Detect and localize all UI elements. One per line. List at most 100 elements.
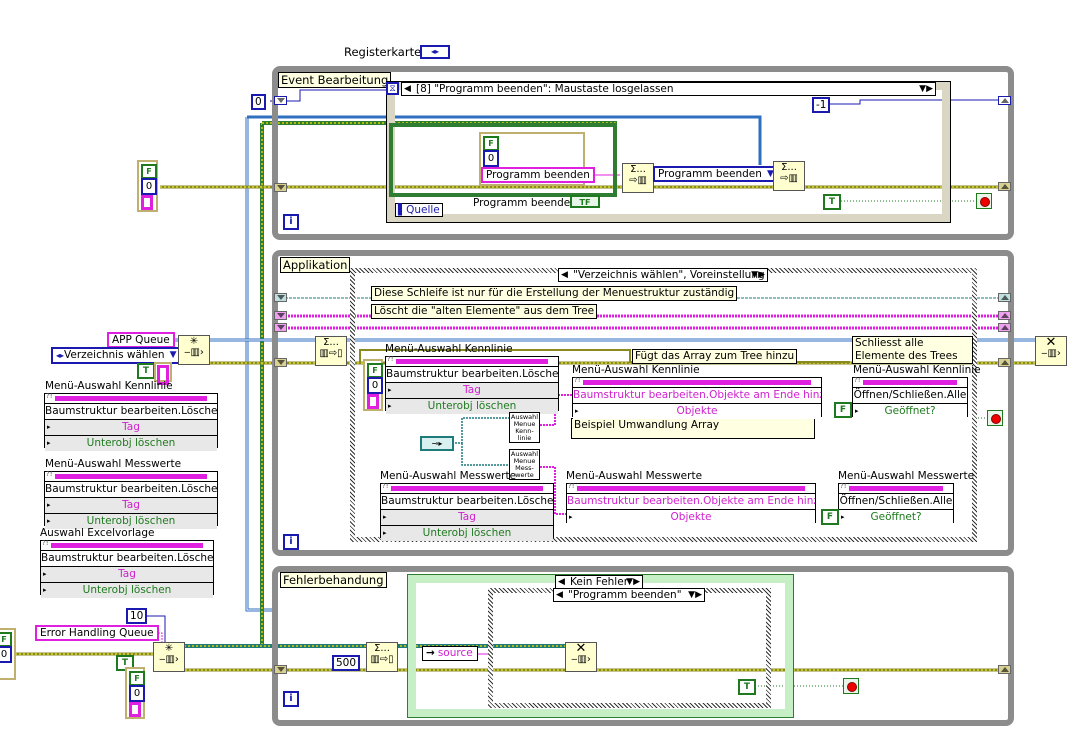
- cluster-string: [367, 394, 379, 409]
- enqueue-element-node-2[interactable]: Σ...⇨▥: [773, 161, 805, 191]
- subvi-auswahl-menue-messwerte[interactable]: Auswahl Menue Mess- werte: [509, 449, 540, 480]
- node-input-unterobj[interactable]: Unterobj löschen: [41, 583, 213, 598]
- case-dropdown-icon[interactable]: ▼▶: [626, 577, 640, 587]
- node-header: [381, 482, 553, 494]
- shift-register-right-error: [998, 182, 1011, 191]
- property-node-kennlinie-loeschen-app[interactable]: Baumstruktur bearbeiten.Löschen Tag Unte…: [385, 355, 559, 414]
- event-case-selector[interactable]: ◀ [8] "Programm beenden": Maustaste losg…: [401, 82, 936, 96]
- error-loop-label: Fehlerbehandung: [280, 572, 387, 588]
- case-dropdown-icon[interactable]: ▼▶: [919, 84, 933, 94]
- node-input-geoeffnet[interactable]: Geöffnet?: [839, 510, 953, 525]
- application-case-selector[interactable]: ◀ "Verzeichnis wählen", Voreinstellung ▼…: [558, 268, 768, 282]
- error-cluster-top[interactable]: F 0: [137, 160, 158, 212]
- release-queue-app[interactable]: ✕‒▥›: [1035, 336, 1067, 366]
- cluster-num: 0: [141, 178, 157, 195]
- error-cluster-error[interactable]: F 0: [125, 667, 145, 719]
- node-input-unterobj[interactable]: Unterobj löschen: [381, 526, 553, 541]
- node-input-geoeffnet[interactable]: Geöffnet?: [853, 404, 967, 419]
- node-input-tag[interactable]: Tag: [45, 498, 217, 514]
- dequeue-element-error[interactable]: Σ...▥⇨▯: [366, 642, 398, 672]
- subvi-auswahl-menue-kennlinie[interactable]: Auswahl Menue Kenn- linie: [509, 412, 540, 443]
- node-header: [45, 392, 217, 404]
- string-constant-empty[interactable]: [154, 362, 172, 385]
- tab-control-terminal[interactable]: ◂▸: [420, 45, 450, 59]
- dequeue-timeout[interactable]: 500: [332, 655, 361, 671]
- error-cluster-app[interactable]: F 0: [363, 359, 383, 411]
- stop-terminal-app[interactable]: [987, 410, 1003, 426]
- enqueue-element-node[interactable]: Σ...⇨▥: [622, 163, 654, 193]
- method-node-kennlinie-add[interactable]: Baumstruktur bearbeiten.Objekte am Ende …: [572, 376, 822, 419]
- bool-indicator-label: Programm beenden: [473, 197, 577, 209]
- queue-max-size[interactable]: 10: [126, 608, 148, 624]
- shift-register-right-numeric: [998, 96, 1011, 105]
- prev-case-arrow-icon[interactable]: ◀: [558, 577, 565, 587]
- true-constant-error-case[interactable]: T: [738, 679, 756, 695]
- comment-menuestruktur: Diese Schleife ist nur für die Erstellun…: [371, 286, 738, 301]
- node-method: Öffnen/Schließen.Alle: [839, 494, 953, 510]
- queue-out-icon: ▥⇨▯: [319, 348, 343, 359]
- method-node-messwerte-add[interactable]: Baumstruktur bearbeiten.Objekte am Ende …: [566, 482, 816, 525]
- bool-indicator-programm-beenden[interactable]: TF: [570, 195, 600, 208]
- timeout-constant[interactable]: -1: [812, 97, 831, 113]
- method-node-kennlinie-open-close[interactable]: Öffnen/Schließen.Alle Geöffnet?: [852, 376, 968, 419]
- reference-constant[interactable]: ⊸▸: [420, 436, 454, 451]
- shift-register-init-zero[interactable]: 0: [251, 94, 266, 110]
- node-input-unterobj[interactable]: Unterobj löschen: [45, 436, 217, 451]
- node-input-tag[interactable]: Tag: [381, 510, 553, 526]
- dequeue-element-app[interactable]: Σ...▥⇨▯: [315, 336, 347, 366]
- cluster-num: 0: [367, 377, 383, 394]
- node-input-objekte[interactable]: Objekte: [573, 404, 821, 419]
- comment-schliesst-elemente: Schliesst alle Elemente des Trees: [852, 336, 973, 364]
- prev-case-arrow-icon[interactable]: ◀: [561, 270, 568, 280]
- obtain-queue-app[interactable]: ✳‒▥›: [178, 335, 210, 365]
- prev-case-arrow-icon[interactable]: ◀: [556, 590, 563, 600]
- error-outer-case-selector[interactable]: ◀ Kein Fehler ▼▶: [555, 575, 643, 589]
- case-dropdown-icon[interactable]: ▼▶: [688, 590, 702, 600]
- node-input-tag[interactable]: Tag: [45, 420, 217, 436]
- unbundle-source-node[interactable]: →source: [422, 646, 478, 661]
- unbundle-arrow-icon: →: [426, 647, 435, 659]
- node-input-tag[interactable]: Tag: [386, 383, 558, 399]
- false-constant-messwerte[interactable]: F: [821, 509, 839, 525]
- property-node-excelvorlage-loeschen[interactable]: Baumstruktur bearbeiten.Löschen Tag Unte…: [40, 539, 214, 598]
- queue-icon: ‒▥›: [571, 654, 591, 665]
- release-queue-error[interactable]: ✕‒▥›: [565, 642, 597, 672]
- case-dropdown-icon[interactable]: ▼▶: [751, 270, 765, 280]
- error-while-loop: [272, 566, 1014, 726]
- property-node-kennlinie-loeschen[interactable]: Baumstruktur bearbeiten.Löschen Tag Unte…: [44, 392, 218, 451]
- node-label: Auswahl Excelvorlage: [40, 527, 155, 539]
- cluster-string: [129, 702, 141, 717]
- node-input-unterobj[interactable]: Unterobj löschen: [386, 399, 558, 414]
- method-node-messwerte-open-close[interactable]: Öffnen/Schließen.Alle Geöffnet?: [838, 482, 954, 525]
- true-constant-app[interactable]: T: [137, 363, 155, 379]
- queue-icon: ⇨▥: [780, 173, 798, 184]
- queue-icon: ‒▥›: [184, 347, 204, 358]
- error-inner-case-selector[interactable]: ◀ "Programm beenden" ▼▶: [553, 588, 705, 602]
- node-input-objekte[interactable]: Objekte: [567, 510, 815, 525]
- true-constant-event[interactable]: T: [823, 194, 841, 210]
- tab-control-label: Registerkarte: [344, 45, 422, 59]
- app-queue-name[interactable]: APP Queue: [107, 332, 175, 348]
- node-method: Baumstruktur bearbeiten.Objekte am Ende …: [567, 494, 815, 510]
- enum-constant-programm-beenden[interactable]: Programm beenden▼: [653, 166, 778, 182]
- node-method: Baumstruktur bearbeiten.Löschen: [41, 551, 213, 567]
- node-method: Baumstruktur bearbeiten.Objekte am Ende …: [573, 388, 821, 404]
- cluster-bool: F: [367, 363, 383, 378]
- enum-verzeichnis-waehlen[interactable]: ◂▸Verzeichnis wählen▼: [51, 347, 181, 364]
- prev-case-arrow-icon[interactable]: ◀: [404, 84, 411, 94]
- stop-terminal-error[interactable]: [843, 678, 859, 694]
- string-constant-programm-beenden[interactable]: Programm beenden: [481, 167, 595, 183]
- node-input-unterobj[interactable]: Unterobj löschen: [45, 514, 217, 529]
- node-method: Öffnen/Schließen.Alle: [853, 388, 967, 404]
- node-input-tag[interactable]: Tag: [41, 567, 213, 583]
- obtain-queue-error[interactable]: ✳‒▥›: [153, 642, 185, 672]
- error-queue-name[interactable]: Error Handling Queue: [35, 625, 159, 641]
- queue-icon: ‒▥›: [1041, 348, 1061, 359]
- comment-loescht-elemente: Löscht die "alten Elemente" aus dem Tree: [371, 304, 598, 319]
- stop-terminal-event[interactable]: [976, 193, 992, 209]
- error-cluster-left-edge[interactable]: F 0: [0, 628, 16, 680]
- false-constant-kennlinie[interactable]: F: [834, 402, 852, 418]
- property-node-messwerte-loeschen[interactable]: Baumstruktur bearbeiten.Löschen Tag Unte…: [44, 470, 218, 529]
- cluster-num: 0: [0, 646, 12, 663]
- property-node-messwerte-loeschen-app[interactable]: Baumstruktur bearbeiten.Löschen Tag Unte…: [380, 482, 554, 541]
